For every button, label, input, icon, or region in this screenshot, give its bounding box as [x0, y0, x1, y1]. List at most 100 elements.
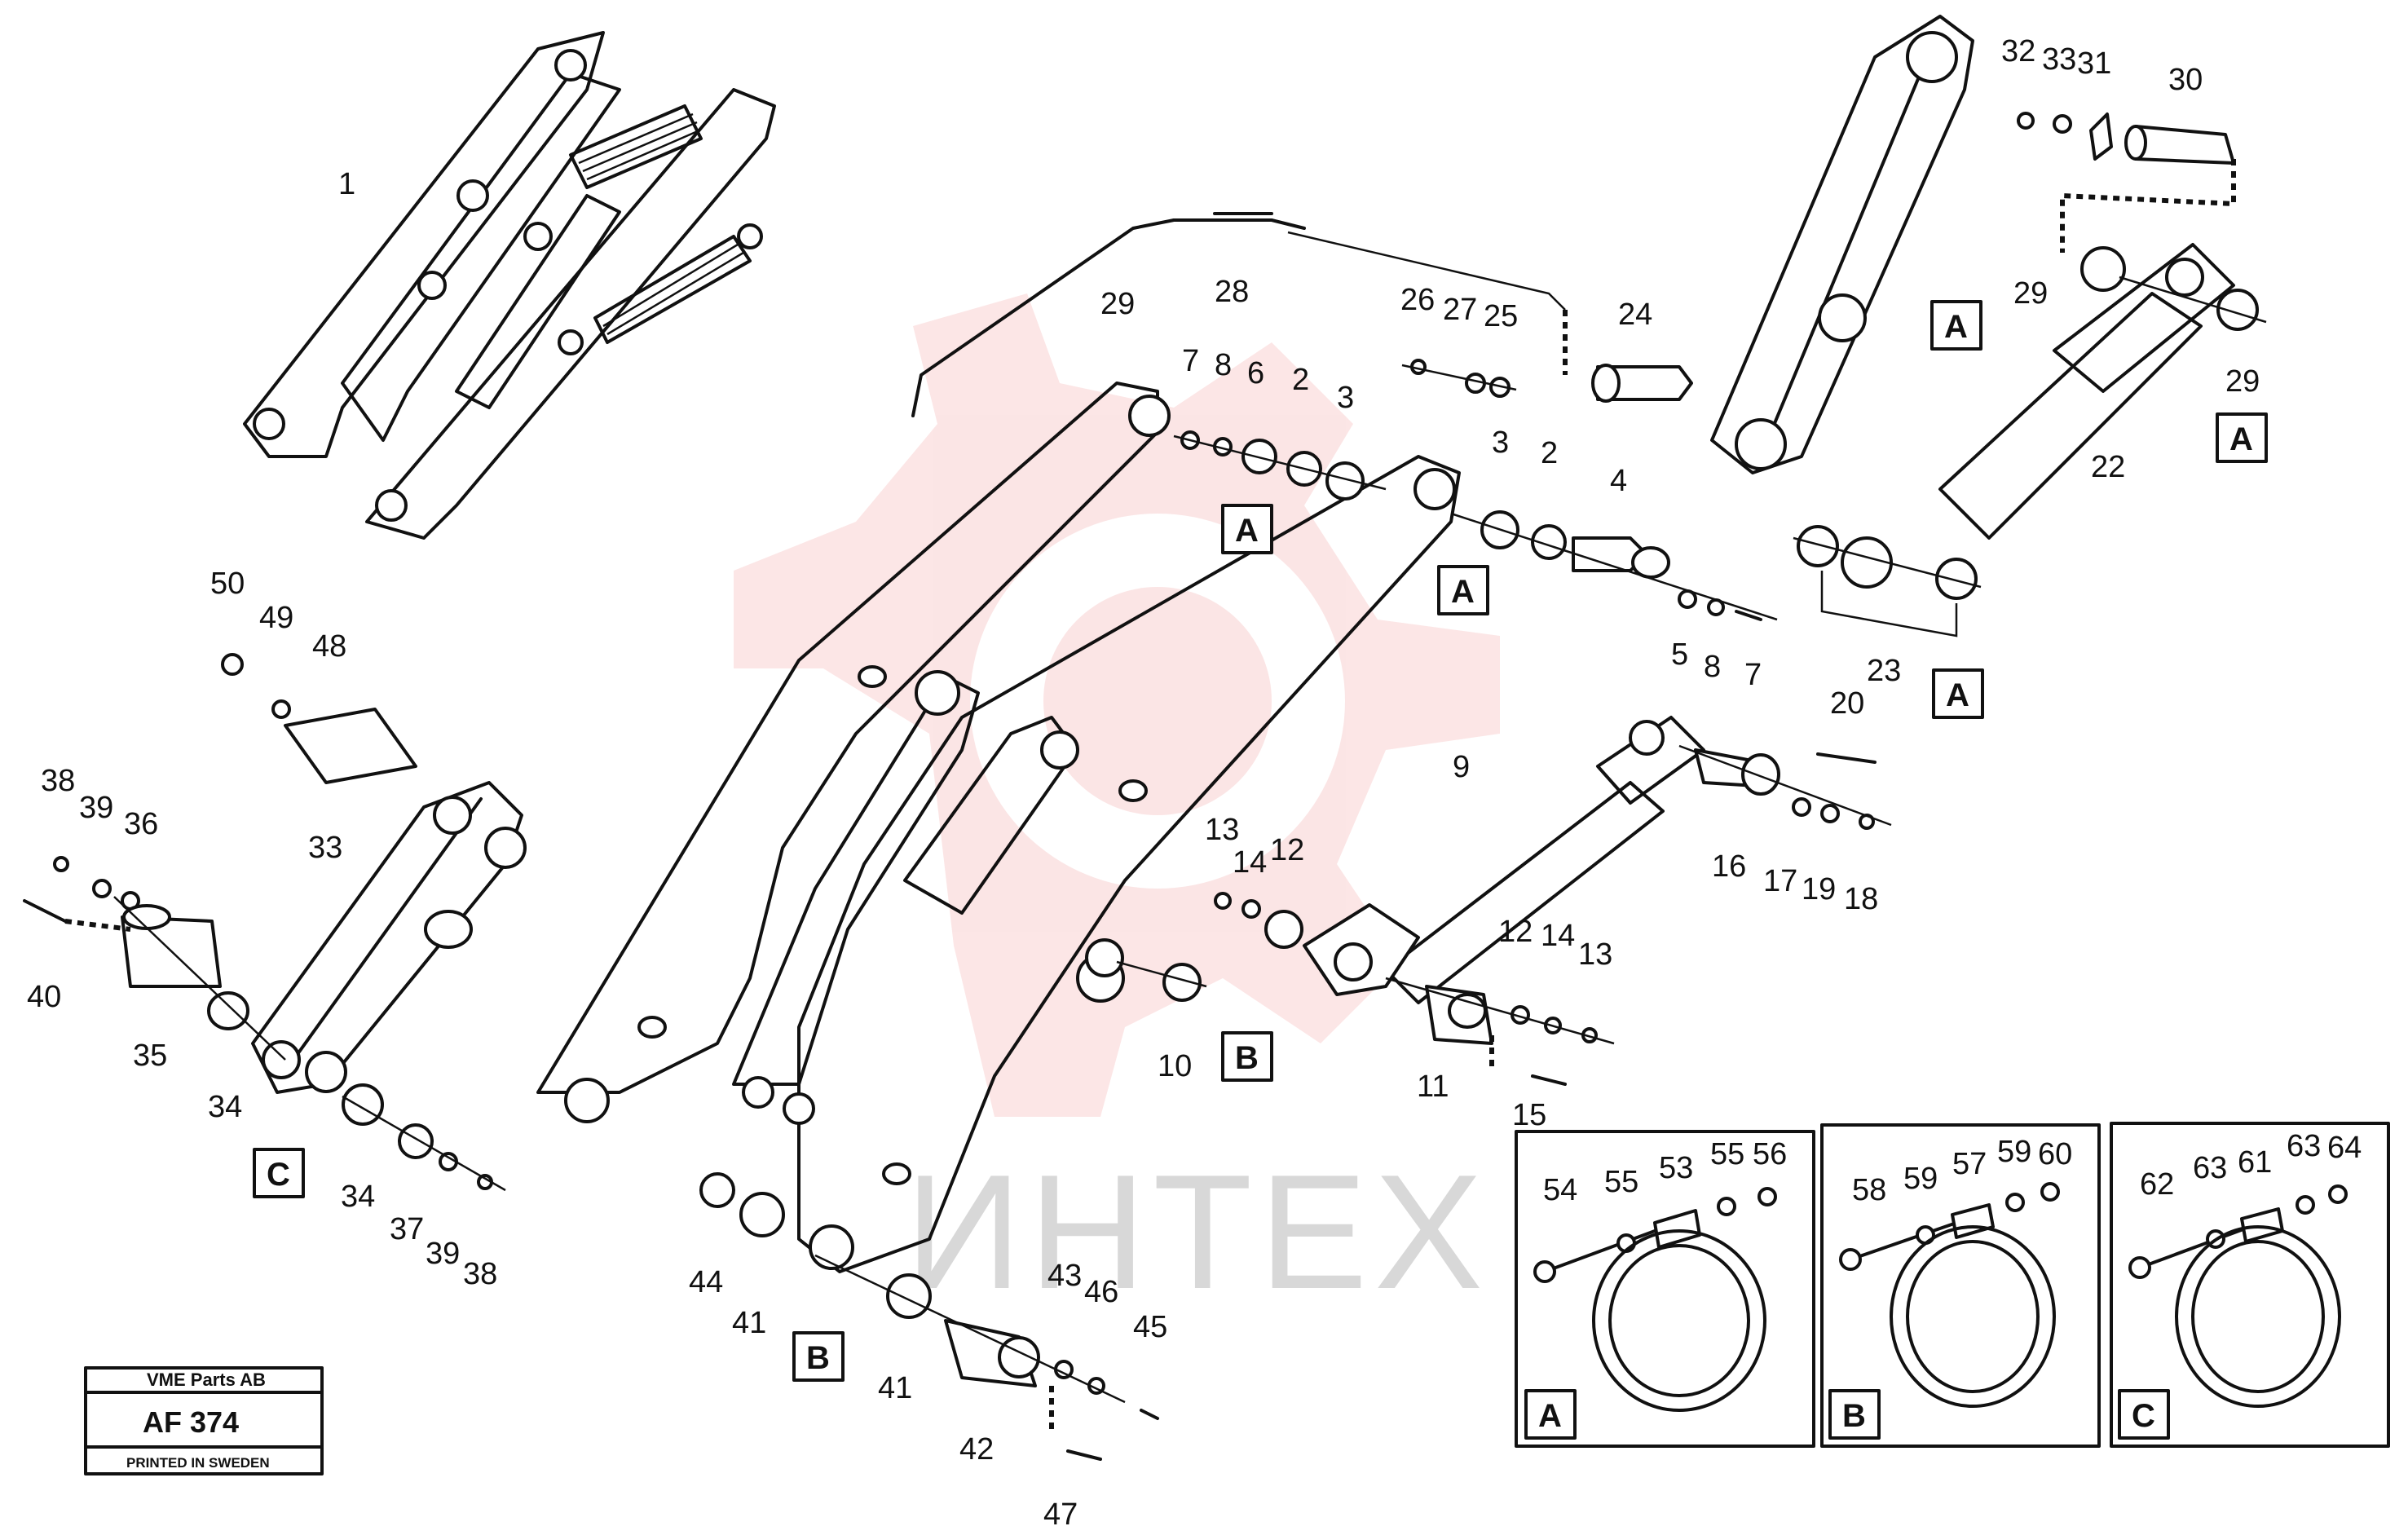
- part-label-35: 33: [308, 831, 342, 865]
- detail-ref-a3: A: [1944, 309, 1968, 345]
- inset-c: 62 63 61 63 64 C: [2110, 1122, 2390, 1448]
- part-label-14b: 13: [1578, 937, 1612, 972]
- middle-pin-set: [1450, 510, 1778, 621]
- title-block: VME Parts AB AF 374 PRINTED IN SWEDEN: [84, 1366, 324, 1475]
- inset-c-label-4: 63: [2287, 1129, 2321, 1163]
- inset-c-label-5: 64: [2327, 1131, 2362, 1165]
- loader-frame-assembly: [243, 31, 776, 540]
- part-label-21: 20: [1830, 686, 1864, 721]
- part-label-2a: 2: [1292, 363, 1309, 397]
- part-label-38: 36: [124, 807, 158, 841]
- part-label-15b: 14: [1541, 919, 1575, 953]
- part-label-18: 17: [1763, 864, 1797, 898]
- detail-ref-a5: A: [1946, 677, 1969, 713]
- part-label-30b: 29: [2225, 364, 2260, 399]
- inset-a-label-1: 54: [1543, 1173, 1577, 1207]
- part-label-2b: 2: [1541, 436, 1558, 470]
- part-label-49: 47: [1043, 1498, 1078, 1532]
- part-label-9: 9: [1453, 750, 1470, 784]
- part-label-52: 50: [210, 567, 245, 601]
- part-label-5: 5: [1671, 637, 1688, 672]
- part-label-50: 48: [312, 629, 346, 664]
- watermark-logo: [734, 293, 1500, 1117]
- inset-b-label-3: 57: [1952, 1147, 1987, 1181]
- watermark-text: ИНТЕХ: [905, 1141, 1489, 1323]
- inset-a: 54 55 53 55 56 A: [1515, 1130, 1815, 1448]
- inset-a-label-3: 53: [1659, 1151, 1693, 1185]
- part-label-48: 46: [1084, 1275, 1118, 1309]
- bracket-35-assembly: [251, 781, 527, 1094]
- bushing-23-set: [1793, 525, 1982, 637]
- lower-pin-set: [699, 1172, 1159, 1461]
- part-label-11: 11: [1417, 1070, 1449, 1104]
- part-label-16: 15: [1512, 1098, 1546, 1132]
- pin-11-set: [1385, 977, 1615, 1086]
- detail-ref-a2: A: [1451, 574, 1475, 610]
- part-label-37: 35: [133, 1039, 167, 1073]
- inset-a-label-2: 55: [1604, 1165, 1638, 1199]
- part-label-30a: 29: [2013, 276, 2048, 311]
- part-label-27: 27: [1443, 293, 1477, 327]
- part-label-36b: 34: [341, 1180, 375, 1214]
- part-label-32: 31: [2077, 46, 2111, 81]
- title-block-note: PRINTED IN SWEDEN: [126, 1455, 270, 1471]
- part-label-19: 18: [1844, 882, 1878, 916]
- bushing-30b: [2216, 289, 2259, 331]
- part-label-22: 22: [2091, 450, 2125, 484]
- part-label-40b: 38: [463, 1257, 497, 1291]
- inset-b: 58 59 57 59 60 B: [1820, 1123, 2101, 1448]
- part-label-42: 40: [27, 980, 61, 1014]
- part-label-29: 29: [1100, 287, 1135, 321]
- detail-ref-boxes: A A A A A B B C: [253, 300, 2268, 1382]
- part-label-6: 6: [1247, 356, 1264, 390]
- inset-a-ref: A: [1538, 1398, 1562, 1434]
- part-label-10: 10: [1158, 1049, 1192, 1083]
- inset-c-label-3: 61: [2238, 1145, 2272, 1180]
- inset-b-label-5: 60: [2038, 1137, 2072, 1171]
- part-label-41a: 39: [79, 791, 113, 825]
- part-label-23: 23: [1867, 654, 1901, 688]
- detail-ref-c1: C: [267, 1157, 290, 1193]
- detail-ref-a1: A: [1235, 513, 1259, 549]
- inset-b-label-1: 58: [1852, 1173, 1886, 1207]
- part-label-7b: 7: [1744, 658, 1762, 692]
- part-label-44: 42: [959, 1432, 994, 1467]
- pin-31-set: [2017, 112, 2236, 253]
- part-label-4: 4: [1610, 464, 1627, 498]
- part-label-3a: 3: [1337, 381, 1354, 415]
- part-label-12: 12: [1498, 915, 1533, 949]
- part-label-34: 33: [2042, 42, 2076, 77]
- part-label-14a: 13: [1205, 813, 1239, 847]
- pin-17-set: [1678, 744, 1892, 830]
- inset-c-label-1: 62: [2140, 1167, 2174, 1202]
- title-block-code: AF 374: [143, 1405, 239, 1439]
- part-label-25: 25: [1484, 299, 1518, 333]
- part-label-15a: 14: [1233, 845, 1267, 880]
- part-label-8b: 8: [1704, 650, 1721, 684]
- plate-50-set: [221, 653, 417, 784]
- part-label-46: 44: [689, 1265, 723, 1299]
- part-label-1: 1: [338, 167, 355, 201]
- detail-ref-b1: B: [1235, 1040, 1259, 1076]
- part-label-47: 45: [1133, 1310, 1167, 1344]
- part-label-43a: 41: [732, 1306, 766, 1340]
- washer-set-36: [342, 1083, 506, 1192]
- lift-cylinder-9: [1303, 716, 1705, 1004]
- bushing-10b: [1162, 963, 1202, 1002]
- hydraulic-hose: [911, 212, 1568, 417]
- part-label-36a: 34: [208, 1090, 242, 1124]
- part-label-3b: 3: [1492, 426, 1509, 460]
- part-label-26: 26: [1400, 283, 1435, 317]
- inset-c-label-2: 63: [2193, 1151, 2227, 1185]
- inset-b-label-4: 59: [1997, 1135, 2031, 1169]
- bushing-10a: [1085, 938, 1124, 977]
- title-block-company: VME Parts AB: [147, 1370, 266, 1390]
- lift-arm-assembly: [536, 382, 1461, 1273]
- inset-a-label-4: 55: [1710, 1137, 1744, 1171]
- part-label-8a: 8: [1215, 348, 1232, 382]
- inset-b-ref: B: [1842, 1398, 1866, 1434]
- part-label-13: 12: [1270, 833, 1304, 867]
- part-label-41b: 39: [426, 1237, 460, 1271]
- part-label-33: 32: [2001, 34, 2035, 68]
